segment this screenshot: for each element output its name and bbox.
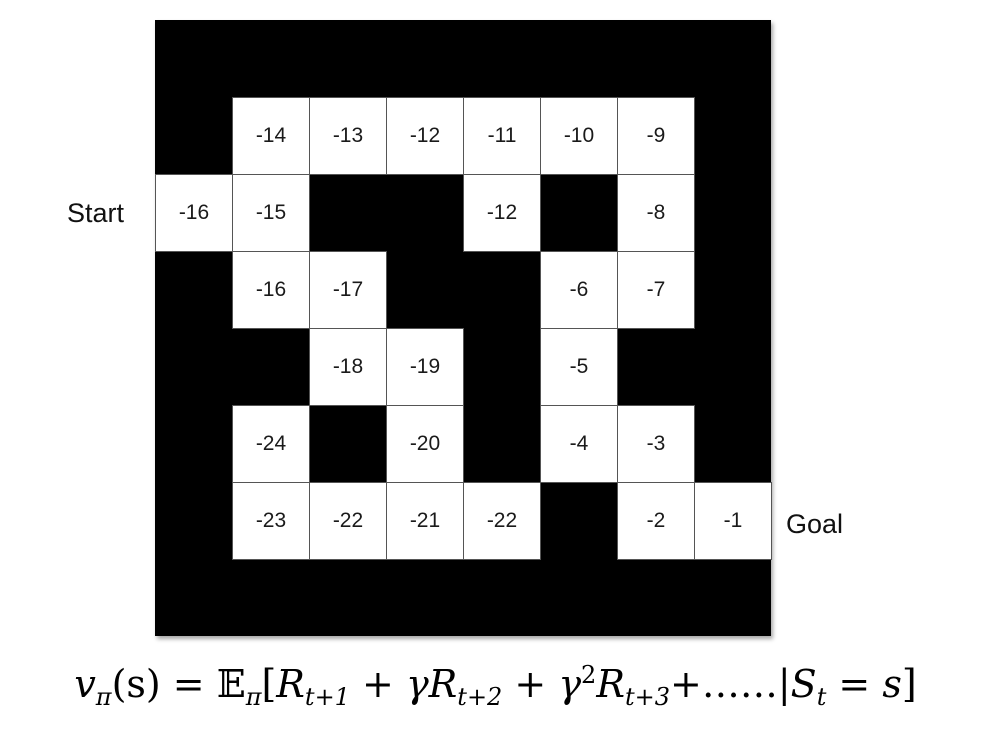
formula-t: t xyxy=(816,683,827,711)
grid-cell: -4 xyxy=(540,405,618,483)
grid-cell: -1 xyxy=(694,482,772,560)
formula-t1: t+1 xyxy=(304,683,350,711)
grid-cell: -21 xyxy=(386,482,464,560)
grid-cell: -22 xyxy=(309,482,387,560)
formula-squared: 2 xyxy=(581,661,597,689)
formula-bracket-open: [ xyxy=(261,662,277,706)
formula-t2: t+2 xyxy=(457,683,503,711)
formula-expectation: 𝔼 xyxy=(216,662,246,706)
grid-cell: -7 xyxy=(617,251,695,329)
grid-cell: -3 xyxy=(617,405,695,483)
grid-cell: -18 xyxy=(309,328,387,406)
formula-gamma-1: γ xyxy=(405,662,429,706)
grid-cell: -9 xyxy=(617,97,695,175)
formula-gamma-2: γ xyxy=(558,662,582,706)
formula-bracket-close: ] xyxy=(901,662,917,706)
grid-cell: -6 xyxy=(540,251,618,329)
formula-t3: t+3 xyxy=(624,683,670,711)
grid-cell: -11 xyxy=(463,97,541,175)
grid-cell: -8 xyxy=(617,174,695,252)
grid-cell: -2 xyxy=(617,482,695,560)
formula-ellipsis: +……| xyxy=(669,662,791,706)
formula-v: v xyxy=(74,662,96,706)
grid-cell: -15 xyxy=(232,174,310,252)
formula-eq: = xyxy=(160,662,217,706)
grid-cell: -17 xyxy=(309,251,387,329)
formula-pi-sub-2: π xyxy=(245,683,262,711)
grid-cell: -19 xyxy=(386,328,464,406)
gridworld-maze: -14-13-12-11-10-9-16-15-12-8-16-17-6-7-1… xyxy=(155,20,772,636)
grid-cell: -12 xyxy=(386,97,464,175)
formula-r1: R xyxy=(276,662,305,706)
formula-s: (s) xyxy=(111,662,161,706)
grid-cell: -12 xyxy=(463,174,541,252)
grid-cell: -23 xyxy=(232,482,310,560)
grid-cell: -24 xyxy=(232,405,310,483)
grid-cell: -14 xyxy=(232,97,310,175)
goal-label: Goal xyxy=(786,509,844,539)
grid-cell: -20 xyxy=(386,405,464,483)
grid-cell: -16 xyxy=(155,174,233,252)
state-value-formula: vπ(s) = 𝔼π[Rt+1 + γRt+2 + γ2Rt+3+……|St =… xyxy=(0,661,991,709)
formula-eq-s: = s xyxy=(826,662,902,706)
grid-cell: -5 xyxy=(540,328,618,406)
formula-r3: R xyxy=(596,662,625,706)
grid-cell: -10 xyxy=(540,97,618,175)
start-label: Start xyxy=(67,198,125,228)
grid-cell: -22 xyxy=(463,482,541,560)
formula-plus-1: + xyxy=(349,662,406,706)
formula-r2: R xyxy=(428,662,458,706)
formula-pi-sub: π xyxy=(95,683,112,711)
grid-cell: -13 xyxy=(309,97,387,175)
formula-state: S xyxy=(790,662,817,706)
grid-cell: -16 xyxy=(232,251,310,329)
formula-plus-2: + xyxy=(502,662,559,706)
